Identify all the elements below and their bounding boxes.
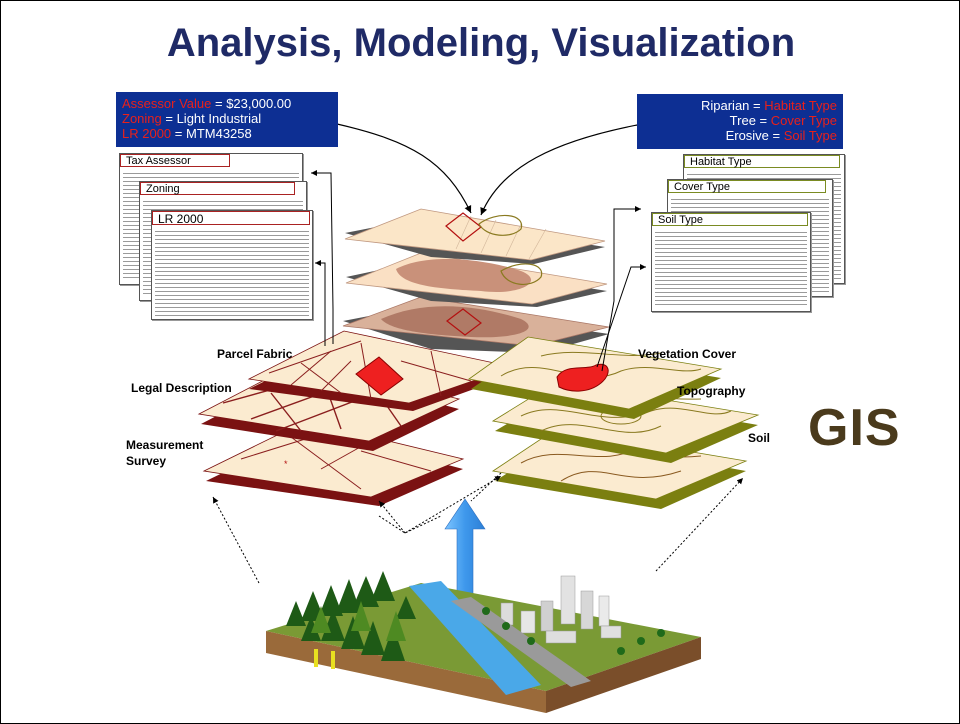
table-title: Habitat Type [684,155,840,168]
label-topography: Topography [677,384,746,398]
callout-line: LR 2000 = MTM43258 [122,126,252,141]
selected-vegetation-zone [556,363,609,392]
label-vegetation-cover: Vegetation Cover [638,347,737,361]
label-measurement-survey: Measurement Survey [126,438,204,468]
callout-line: Erosive = Soil Type [725,128,837,143]
analysis-layer-1 [344,208,606,261]
callout-line: Assessor Value = $23,000.00 [122,96,292,111]
analysis-layer-2-riparian [500,263,543,285]
table-title: LR 2000 [152,211,310,226]
gis-label: GIS [808,399,901,457]
analysis-layer-3-zone [381,306,529,338]
blue-up-arrow [444,498,486,599]
soil-layer [491,428,748,500]
table-soil-type: Soil Type [651,212,811,312]
landscape-block [266,571,701,713]
slide-title: Analysis, Modeling, Visualization [166,21,796,65]
callout-line: Zoning = Light Industrial [122,111,262,126]
callout-arrow-right [480,124,638,216]
callout-arrow-left [336,123,472,214]
analysis-layer-3-parcel [446,308,482,336]
label-soil: Soil [748,431,771,445]
table-title: Soil Type [652,213,808,226]
table-lr2000: LR 2000 [151,210,313,320]
table-rows [155,228,309,316]
habitat-callout: Riparian = Habitat Type Tree = Cover Typ… [637,94,843,149]
table-title: Tax Assessor [120,154,230,167]
svg-text:*: * [284,459,288,469]
label-parcel-fabric: Parcel Fabric [217,347,293,361]
analysis-layer-1-riparian [478,214,523,236]
survey-layer [202,420,465,498]
analysis-layer-stack [342,208,610,353]
callout-line: Tree = Cover Type [729,113,837,128]
callout-line: Riparian = Habitat Type [700,98,837,113]
table-rows [655,229,807,308]
label-legal-description: Legal Description [131,381,232,395]
selected-parcel [355,356,404,396]
analysis-layer-2-zone [396,259,532,292]
assessor-callout: Assessor Value = $23,000.00 Zoning = Lig… [116,92,338,147]
table-title: Zoning [140,182,295,195]
table-title: Cover Type [668,180,826,193]
right-layer-stack [468,336,760,509]
left-layer-stack: * [197,330,515,506]
